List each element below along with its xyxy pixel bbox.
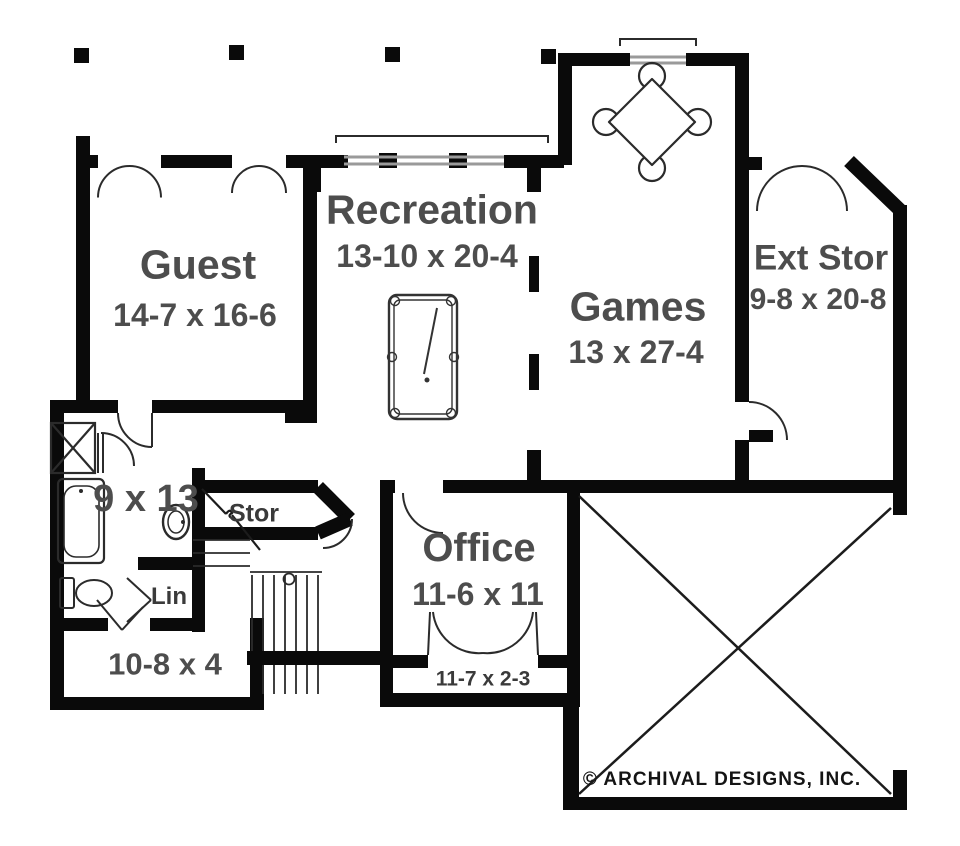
copyright-text: © ARCHIVAL DESIGNS, INC. bbox=[582, 769, 862, 790]
post-icon bbox=[541, 49, 556, 64]
post-icon bbox=[385, 47, 400, 62]
room-dims-office: 11-6 x 11 bbox=[412, 576, 544, 612]
room-dims-games: 13 x 27-4 bbox=[568, 334, 704, 370]
french-door-icon bbox=[432, 611, 484, 655]
post-icon bbox=[74, 48, 89, 63]
room-label-office: Office bbox=[422, 526, 536, 570]
french-door-icon bbox=[801, 165, 848, 212]
pool-table-icon bbox=[386, 293, 460, 421]
bathtub-icon bbox=[56, 477, 106, 565]
shower-icon bbox=[49, 421, 97, 475]
room-dims-bonus: 10-8 x 4 bbox=[108, 646, 222, 682]
room-label-ext-stor: Ext Stor bbox=[753, 238, 889, 278]
toilet-icon bbox=[59, 577, 113, 609]
room-dims-bath: 9 x 13 bbox=[93, 478, 199, 520]
room-dims-ext-stor: 9-8 x 20-8 bbox=[749, 283, 887, 316]
room-dims-porch: 11-7 x 2-3 bbox=[435, 667, 531, 691]
door-arc-icon bbox=[100, 432, 135, 467]
french-door-icon bbox=[231, 165, 260, 194]
room-dims-guest: 14-7 x 16-6 bbox=[113, 297, 277, 333]
room-label-stor: Stor bbox=[229, 499, 279, 528]
dining-table-icon bbox=[591, 61, 713, 183]
french-door-icon bbox=[756, 165, 803, 212]
door-arc-icon bbox=[322, 518, 353, 549]
unexcavated-x bbox=[578, 495, 892, 795]
slope-line bbox=[201, 488, 261, 551]
french-door-icon bbox=[258, 165, 287, 194]
room-dims-recreation: 13-10 x 20-4 bbox=[336, 238, 518, 274]
diagonal-walls bbox=[313, 155, 906, 540]
door-arc-icon bbox=[402, 492, 444, 534]
room-label-guest: Guest bbox=[139, 241, 257, 288]
post-icon bbox=[229, 45, 244, 60]
french-door-icon bbox=[97, 165, 130, 198]
sink-icon bbox=[161, 503, 191, 541]
door-arc-icon bbox=[748, 401, 788, 441]
windows bbox=[344, 55, 686, 166]
door-arc-icon bbox=[117, 412, 153, 448]
doors bbox=[96, 165, 848, 656]
staircase-icon bbox=[193, 539, 322, 694]
room-label-games: Games bbox=[569, 283, 707, 330]
french-door-icon bbox=[482, 611, 534, 655]
room-label-lin: Lin bbox=[151, 583, 187, 610]
room-label-recreation: Recreation bbox=[326, 186, 538, 233]
window-lintels bbox=[335, 38, 697, 143]
french-door-icon bbox=[129, 165, 162, 198]
walls bbox=[50, 45, 907, 810]
